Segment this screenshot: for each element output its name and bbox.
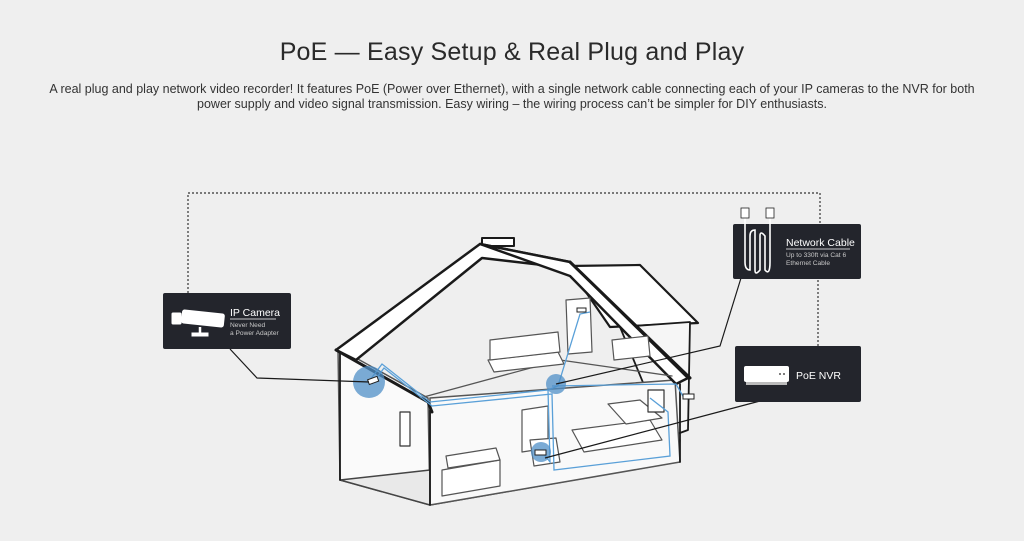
ip-camera-sub1: Never Need xyxy=(230,322,266,329)
house-camera-right xyxy=(682,393,695,400)
ip-camera-sub2: a Power Adapter xyxy=(230,330,280,337)
nvr-device-icon xyxy=(744,366,789,385)
network-cable-sub1: Up to 330ft via Cat 6 xyxy=(786,252,846,259)
network-cable-label: Network Cable Up to 330ft via Cat 6 Ethe… xyxy=(733,207,861,279)
nvr-leader-line xyxy=(544,400,761,459)
cable-leader-line xyxy=(555,277,742,385)
network-cable-title: Network Cable xyxy=(786,237,855,249)
poe-nvr-title: PoE NVR xyxy=(796,370,841,382)
security-camera-icon xyxy=(171,309,225,337)
ip-camera-label: IP Camera Never Need a Power Adapter xyxy=(163,293,291,349)
ethernet-cable-icon xyxy=(740,207,775,274)
camera-leader-line xyxy=(229,348,370,383)
dotted-connector-line xyxy=(187,192,821,293)
poe-nvr-label: PoE NVR xyxy=(735,346,861,402)
network-cable-routes xyxy=(369,311,685,471)
ip-camera-title: IP Camera xyxy=(230,307,280,319)
page-title: PoE — Easy Setup & Real Plug and Play xyxy=(279,38,745,66)
house-camera-top xyxy=(576,307,587,313)
network-cable-sub2: Ethernet Cable xyxy=(786,260,830,267)
page-description: A real plug and play network video recor… xyxy=(49,82,975,111)
house-illustration xyxy=(334,237,700,506)
house-nvr-small xyxy=(534,449,547,456)
